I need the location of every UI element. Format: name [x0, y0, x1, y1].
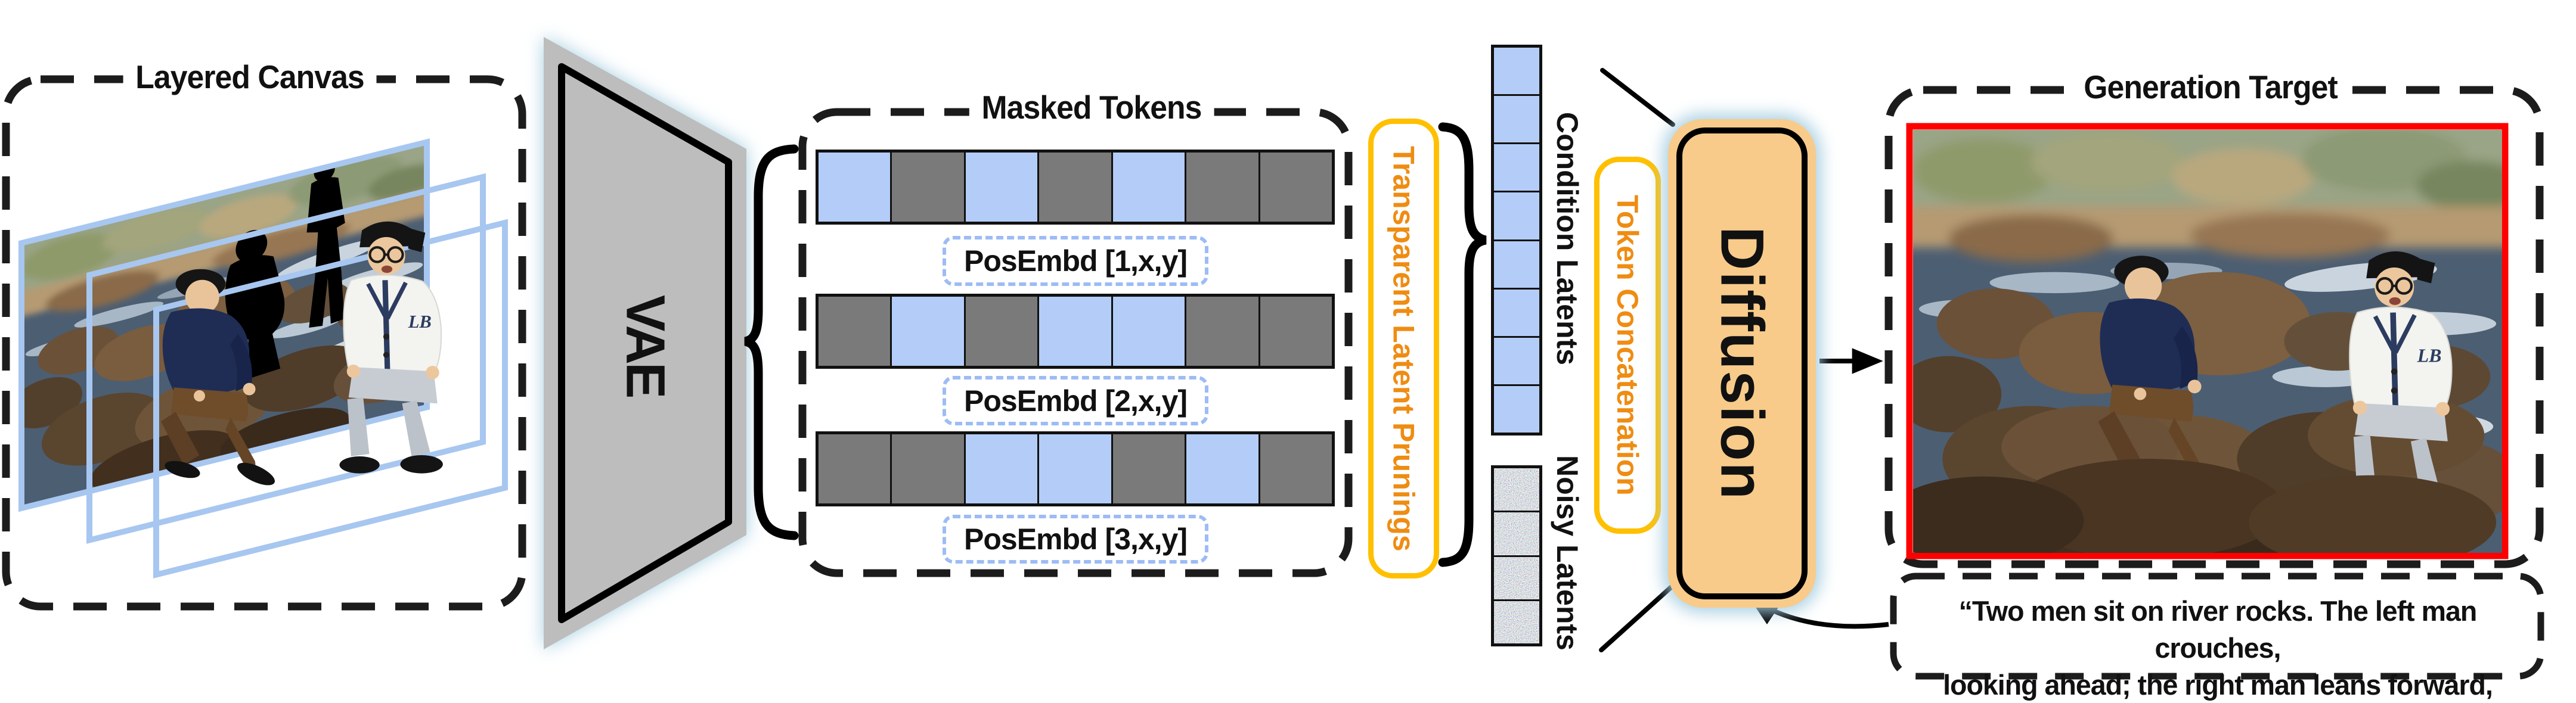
generation-target-title: Generation Target — [2071, 70, 2350, 105]
token-cell-gray — [819, 434, 891, 503]
prompt-line-1: “Two men sit on river rocks. The left ma… — [1958, 595, 2478, 664]
token-cell-blue — [963, 434, 1038, 503]
token-cell-blue — [963, 153, 1038, 222]
token-cell-gray — [963, 297, 1038, 366]
layer-frames — [18, 138, 508, 578]
token-concatenation-label: Token Concatenation — [1611, 195, 1644, 496]
token-cell-gray — [890, 434, 964, 503]
condition-latent-cell — [1494, 142, 1539, 191]
token-cell-blue — [890, 297, 964, 366]
token-cell-gray — [1185, 153, 1258, 222]
layer-frame-3 — [153, 219, 508, 578]
noise-texture — [1494, 468, 1539, 511]
noisy-latents-column — [1491, 465, 1542, 646]
pos-embd-label-1: PosEmbd [1,x,y] — [943, 236, 1208, 286]
token-cell-blue — [1111, 297, 1185, 366]
vae-shape — [544, 37, 746, 649]
token-cell-blue — [1037, 297, 1111, 366]
noisy-latent-cell — [1494, 468, 1539, 511]
token-cell-gray — [1185, 297, 1258, 366]
token-cell-gray — [1258, 297, 1332, 366]
noise-texture — [1494, 512, 1539, 555]
token-cell-gray — [1258, 434, 1332, 503]
condition-latent-cell — [1494, 239, 1539, 288]
layered-canvas-title: Layered Canvas — [123, 60, 377, 95]
condition-latents-label: Condition Latents — [1551, 111, 1584, 365]
token-row-3 — [816, 431, 1335, 506]
token-cell-blue — [1111, 153, 1185, 222]
token-cell-gray — [890, 153, 964, 222]
transparent-latent-prunings-label: Transparent Latent Prunings — [1387, 145, 1421, 552]
pos-embd-label-3: PosEmbd [3,x,y] — [943, 515, 1208, 564]
masked-tokens-title: Masked Tokens — [969, 90, 1214, 125]
token-row-2 — [816, 294, 1335, 369]
condition-latents-column — [1491, 45, 1542, 436]
prompt-line-2: looking ahead; the right man leans forwa… — [1943, 669, 2493, 701]
noisy-latent-cell — [1494, 555, 1539, 599]
vae-inner-border — [558, 63, 732, 623]
token-cell-blue — [1037, 434, 1111, 503]
layer-frame-1 — [18, 138, 430, 512]
pos-embd-label-2: PosEmbd [2,x,y] — [943, 376, 1208, 425]
diffusion-label: Diffusion — [1708, 226, 1777, 500]
condition-latent-cell — [1494, 384, 1539, 433]
pruning-brace — [1438, 122, 1487, 567]
condition-latent-cell — [1494, 191, 1539, 239]
token-row-1 — [816, 150, 1335, 225]
diffusion-inner-border — [1676, 127, 1808, 599]
token-cell-gray — [1037, 153, 1111, 222]
noisy-latent-cell — [1494, 511, 1539, 555]
token-cell-blue — [1185, 434, 1258, 503]
condition-latent-cell — [1494, 287, 1539, 336]
prompt-text: “Two men sit on river rocks. The left ma… — [1906, 593, 2529, 703]
prompt-box — [1890, 573, 2544, 680]
noise-texture — [1494, 601, 1539, 643]
condition-latent-cell — [1494, 335, 1539, 384]
vae-output-brace — [743, 144, 799, 540]
condition-latent-cell — [1494, 94, 1539, 143]
noisy-to-diffusion-line — [1599, 583, 1675, 652]
token-concatenation-box: Token Concatenation — [1594, 157, 1661, 534]
token-cell-gray — [1111, 434, 1185, 503]
condition-latent-cell — [1494, 48, 1539, 95]
noise-texture — [1494, 556, 1539, 599]
condition-to-diffusion-line — [1600, 68, 1675, 127]
transparent-latent-prunings-box: Transparent Latent Prunings — [1368, 119, 1439, 578]
target-image — [1913, 118, 2529, 553]
layer-frame-2 — [86, 173, 486, 544]
noisy-latents-label: Noisy Latents — [1551, 455, 1584, 651]
diffusion-block: Diffusion — [1668, 119, 1816, 608]
token-cell-gray — [1258, 153, 1332, 222]
vae-label: VAE — [615, 294, 676, 397]
noisy-latent-cell — [1494, 599, 1539, 643]
token-cell-gray — [819, 297, 891, 366]
token-cell-blue — [819, 153, 891, 222]
